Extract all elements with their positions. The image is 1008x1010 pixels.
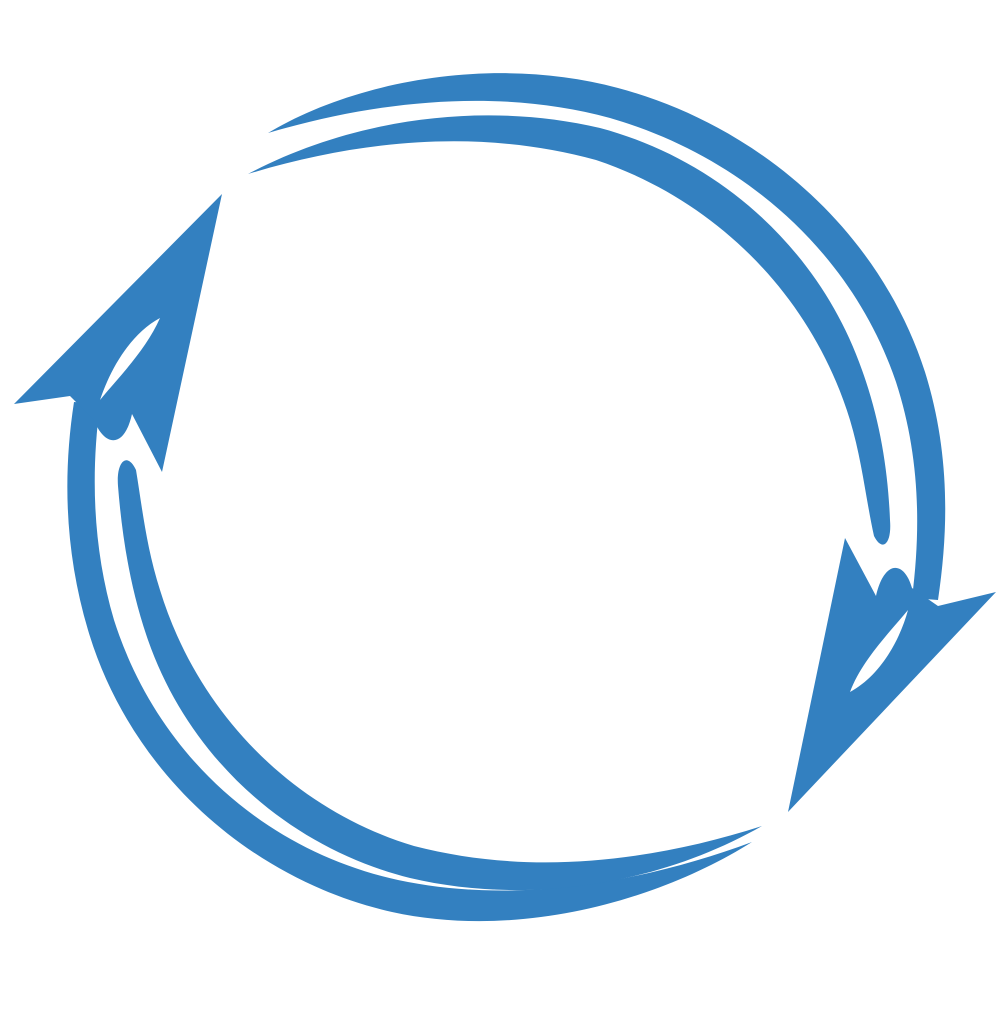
lower-swoosh-outer xyxy=(67,402,752,922)
upper-swoosh-outer xyxy=(268,73,946,601)
upper-left-arrowhead xyxy=(14,194,222,472)
upper-swoosh-inner xyxy=(248,115,891,545)
lower-right-arrowhead xyxy=(788,538,996,812)
cycle-arrows xyxy=(14,73,996,922)
lower-swoosh-inner xyxy=(117,460,762,891)
